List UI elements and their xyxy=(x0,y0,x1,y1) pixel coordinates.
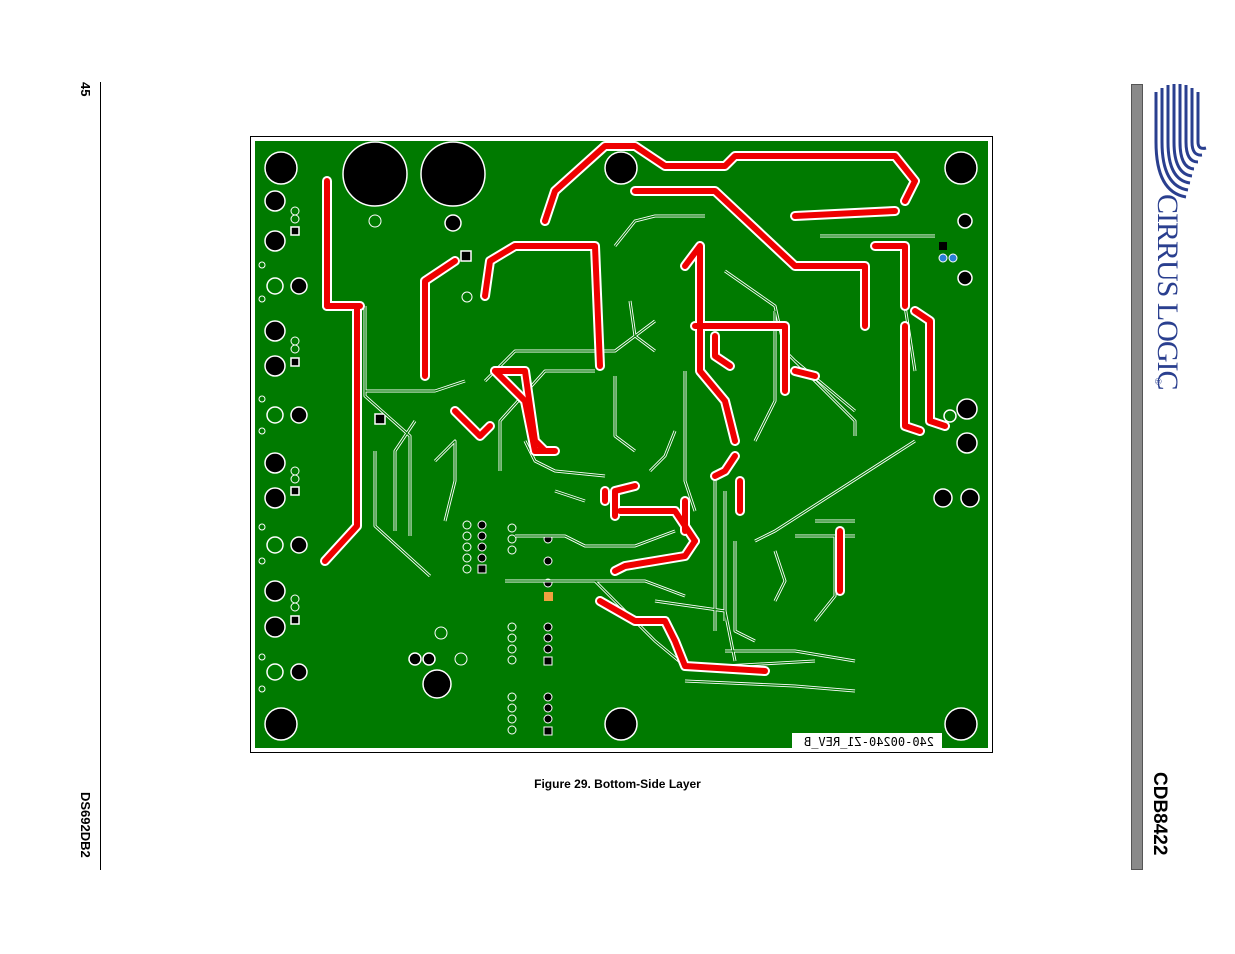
cirrus-logic-logo: CIRRUS LOGIC ® xyxy=(1146,82,1218,392)
figure-caption: Figure 29. Bottom-Side Layer xyxy=(534,777,701,791)
product-name: CDB8422 xyxy=(1149,772,1170,856)
cirrus-logic-emblem-icon xyxy=(1154,84,1207,199)
page-number: 45 xyxy=(78,82,93,97)
silkscreen-label: 240-00240-Z1_REV_B xyxy=(803,735,935,749)
pcb-bottom-layer-image xyxy=(255,141,988,748)
document-code: DS692DB2 xyxy=(78,792,93,858)
left-margin-rule xyxy=(100,82,101,870)
right-side-bar xyxy=(1131,84,1143,870)
registered-mark: ® xyxy=(1153,378,1163,385)
pcb-figure-frame: 240-00240-Z1_REV_B xyxy=(250,136,993,753)
logo-wordmark: CIRRUS LOGIC xyxy=(1151,194,1184,390)
